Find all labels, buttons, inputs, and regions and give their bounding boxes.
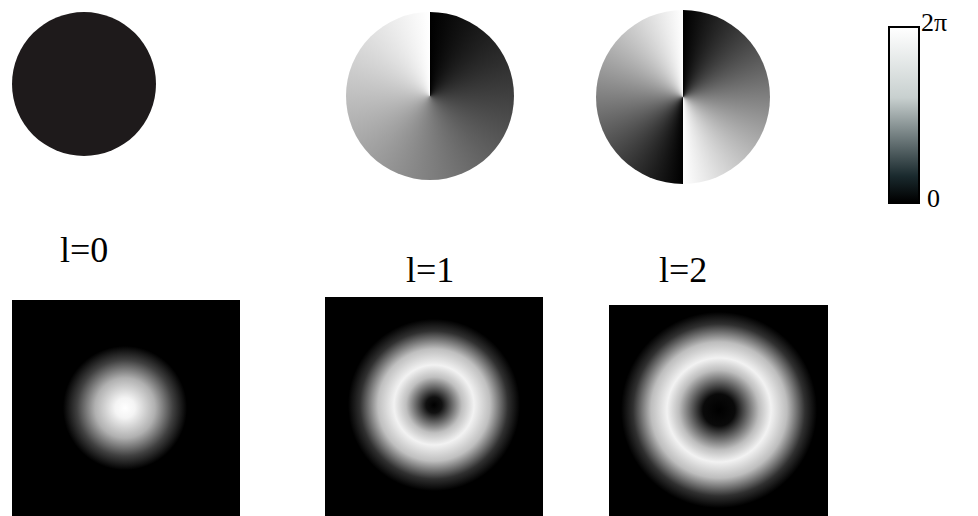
phase-plate-l0 xyxy=(12,12,156,156)
mode-label: l=2 xyxy=(659,252,707,288)
intensity-gaussian xyxy=(12,300,240,516)
scale-min-label: 0 xyxy=(927,186,940,212)
phase-colorbar xyxy=(888,26,920,204)
intensity-donut-l1 xyxy=(325,297,543,516)
phase-plate-l1 xyxy=(346,12,514,180)
mode-label: l=1 xyxy=(406,252,454,288)
intensity-donut-l2 xyxy=(609,305,828,516)
phase-plate-l2 xyxy=(596,10,770,184)
mode-label: l=0 xyxy=(60,232,108,268)
scale-max-label: 2π xyxy=(921,10,947,36)
